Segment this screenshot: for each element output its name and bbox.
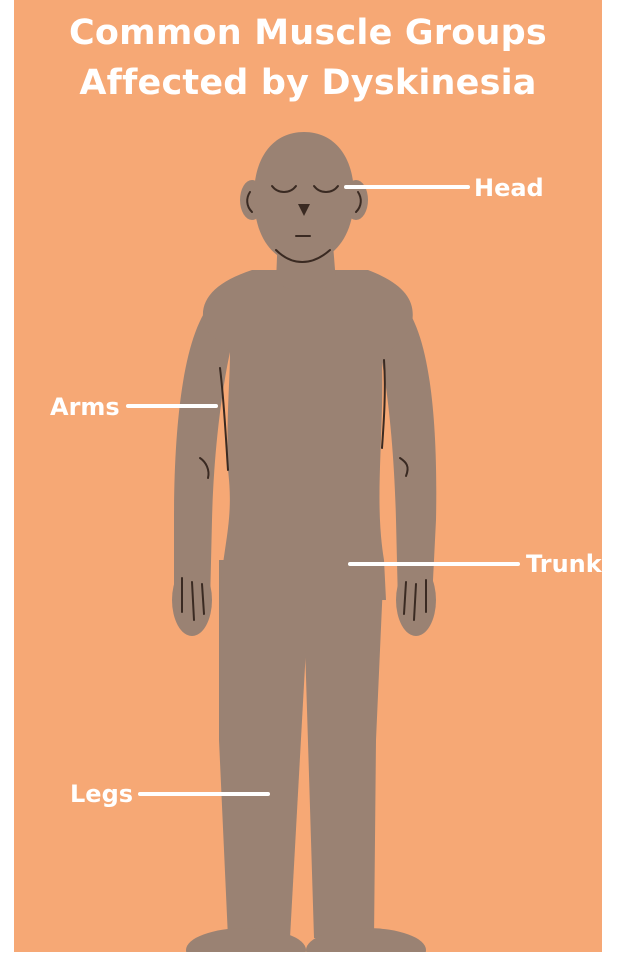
torso [203,270,413,600]
arms-leader-line [126,404,218,408]
right-leg [304,560,384,938]
head [254,132,354,264]
head-label: Head [474,174,544,202]
legs-label: Legs [70,780,133,808]
right-armpit-line [382,360,385,448]
trunk-label: Trunk [526,550,602,578]
trunk-leader-line [348,562,520,566]
left-leg [219,560,308,938]
human-body-illustration [14,0,602,952]
arms-label: Arms [50,393,120,421]
left-arm [174,300,230,604]
infographic-canvas: Common Muscle Groups Affected by Dyskine… [14,0,602,952]
legs-leader-line [138,792,270,796]
head-leader-line [344,185,470,189]
